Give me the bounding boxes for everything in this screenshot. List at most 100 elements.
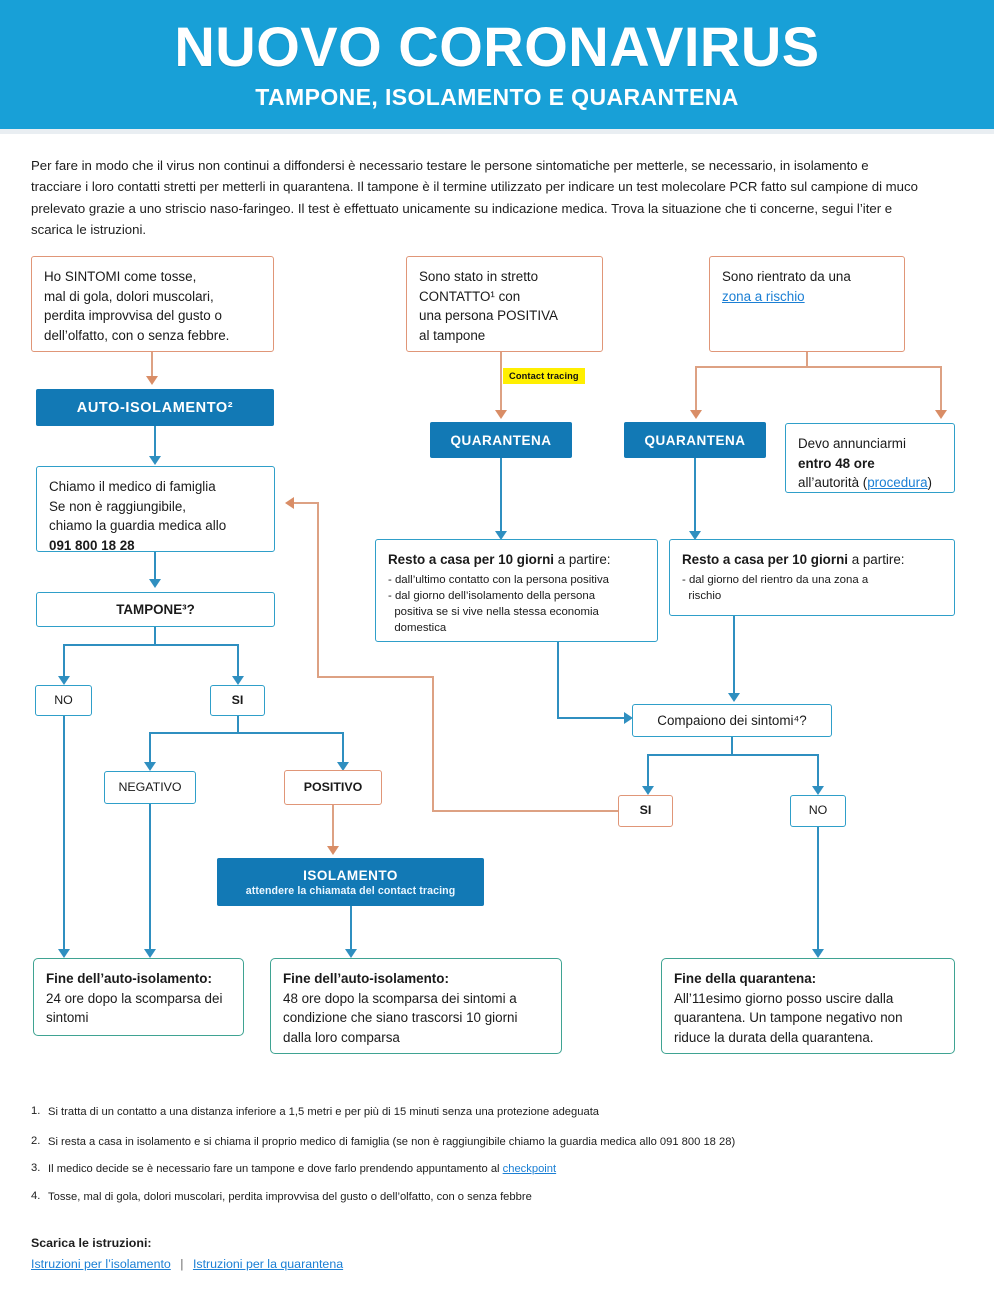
connector-sintomino-to-fineq bbox=[817, 827, 819, 952]
arrow-restoc-to-sintomi bbox=[624, 712, 639, 724]
contact-line-2: CONTATTO¹ con bbox=[419, 288, 521, 304]
connector-autoiso-down bbox=[154, 426, 156, 459]
connector-tampone-split bbox=[63, 644, 239, 646]
negativo-box: NEGATIVO bbox=[104, 771, 196, 804]
sintomi-no-box: NO bbox=[790, 795, 846, 827]
quarantena-contact-label: QUARANTENA bbox=[450, 432, 552, 448]
tampone-no-box: NO bbox=[35, 685, 92, 716]
annunciarmi-line-1: Devo annunciarmi bbox=[798, 436, 906, 451]
resto-risk-bold: Resto a casa per 10 giorni bbox=[682, 552, 848, 567]
footnote-3-row: Il medico decide se è necessario fare un… bbox=[48, 1162, 938, 1178]
arrow-tampone-no bbox=[58, 676, 70, 685]
resto-contact-b4: domestica bbox=[388, 622, 447, 635]
connector-feedback-left bbox=[432, 810, 618, 812]
footnote-1-text: Si tratta di un contatto a una distanza … bbox=[48, 1106, 600, 1118]
resto-risk-rest: a partire: bbox=[847, 552, 905, 567]
quarantena-risk-label: QUARANTENA bbox=[644, 432, 746, 448]
annunciarmi-line-3: all’autorità (procedura) bbox=[798, 473, 942, 493]
arrow-negativo-to-fine1 bbox=[144, 949, 156, 958]
chiamo-medico-box: Chiamo il medico di famiglia Se non è ra… bbox=[36, 466, 275, 553]
connector-sintomi-to-no bbox=[817, 754, 819, 788]
connector-tampone-to-si bbox=[237, 644, 239, 678]
procedura-link[interactable]: procedura bbox=[867, 475, 928, 491]
risk-zone-link[interactable]: zona a rischio bbox=[722, 288, 805, 304]
start-box-risk-zone: Sono rientrato da una zona a rischio bbox=[709, 256, 905, 352]
annunciarmi-suffix: ) bbox=[927, 475, 932, 491]
arrow-risk-annunciarmi bbox=[935, 410, 947, 419]
arrow-isolamento-down bbox=[345, 949, 357, 958]
fine-auto-1-body: 24 ore dopo la scomparsa dei sintomi bbox=[46, 990, 223, 1026]
footnote-4-num: 4. bbox=[31, 1190, 41, 1202]
page-subtitle: TAMPONE, ISOLAMENTO E QUARANTENA bbox=[255, 83, 739, 110]
connector-sintomi-split bbox=[647, 754, 819, 756]
header-divider bbox=[0, 129, 994, 134]
connector-si-to-positivo bbox=[342, 732, 344, 764]
connector-quar-risk-down bbox=[694, 458, 696, 534]
arrow-quar-contact-down bbox=[495, 531, 507, 540]
chiamo-line-1: Chiamo il medico di famiglia bbox=[49, 479, 216, 494]
arrow-sintomi-si bbox=[642, 786, 654, 795]
connector-symptoms-down bbox=[151, 352, 153, 378]
contact-line-1: Sono stato in stretto bbox=[419, 269, 539, 284]
downloads-title: Scarica le istruzioni: bbox=[31, 1236, 152, 1250]
sintomi-si-label: SI bbox=[639, 803, 652, 817]
arrow-positivo-down bbox=[327, 846, 339, 855]
isolamento-box: ISOLAMENTO attendere la chiamata del con… bbox=[217, 858, 484, 906]
sintomi-question-box: Compaiono dei sintomi⁴? bbox=[632, 704, 832, 737]
symptoms-line-4: dell’olfatto, con o senza febbre. bbox=[44, 328, 230, 344]
arrow-tampone-si bbox=[232, 676, 244, 685]
footnote-3-num: 3. bbox=[31, 1162, 41, 1174]
fine-auto-2-title: Fine dell’auto-isolamento: bbox=[283, 971, 449, 986]
downloads-separator: | bbox=[180, 1257, 184, 1271]
page-header: NUOVO CORONAVIRUS TAMPONE, ISOLAMENTO E … bbox=[0, 0, 994, 129]
chiamo-phone: 091 800 18 28 bbox=[49, 538, 135, 554]
download-link-quarantena[interactable]: Istruzioni per la quarantena bbox=[192, 1257, 344, 1271]
tampone-question-box: TAMPONE³? bbox=[36, 592, 275, 627]
symptoms-line-3: perdita improvvisa del gusto o bbox=[44, 308, 222, 324]
sintomi-si-box: SI bbox=[618, 795, 673, 827]
annunciarmi-box: Devo annunciarmi entro 48 ore all’autori… bbox=[785, 423, 955, 493]
connector-sintomi-stub bbox=[731, 737, 733, 755]
fine-quarantena-body: All’11esimo giorno posso uscire dalla qu… bbox=[674, 990, 903, 1046]
arrow-si-positivo bbox=[337, 762, 349, 771]
positivo-box: POSITIVO bbox=[284, 770, 382, 805]
connector-si-to-negativo bbox=[149, 732, 151, 764]
symptoms-line-2: mal di gola, dolori muscolari, bbox=[44, 288, 214, 304]
arrow-contact-down bbox=[495, 410, 507, 419]
resto-contact-b3: positiva se si vive nella stessa economi… bbox=[388, 606, 599, 619]
negativo-label: NEGATIVO bbox=[118, 779, 182, 794]
connector-feedback-left2 bbox=[317, 676, 433, 678]
download-link-isolamento[interactable]: Istruzioni per l’isolamento bbox=[31, 1257, 171, 1271]
auto-isolamento-label: AUTO-ISOLAMENTO² bbox=[76, 399, 234, 416]
start-box-contact: Sono stato in stretto CONTATTO¹ con una … bbox=[406, 256, 603, 352]
arrow-symptoms-down bbox=[146, 376, 158, 385]
auto-isolamento-box: AUTO-ISOLAMENTO² bbox=[36, 389, 274, 426]
resto-contact-b2: - dal giorno dell’isolamento della perso… bbox=[388, 589, 596, 602]
connector-risk-left bbox=[695, 366, 697, 412]
connector-sintomi-to-si bbox=[647, 754, 649, 788]
chiamo-line-2: Se non è raggiungibile, bbox=[49, 498, 186, 514]
isolamento-subtitle: attendere la chiamata del contact tracin… bbox=[245, 884, 456, 897]
footnote-3-text: Il medico decide se è necessario fare un… bbox=[48, 1163, 503, 1175]
quarantena-risk-box: QUARANTENA bbox=[624, 422, 766, 458]
resto-contact-b1: - dall’ultimo contatto con la persona po… bbox=[388, 573, 609, 586]
connector-feedback-up bbox=[432, 676, 434, 811]
resto-risk-b1: - dal giorno del rientro da una zona a bbox=[682, 573, 869, 586]
checkpoint-link[interactable]: checkpoint bbox=[502, 1163, 557, 1175]
arrow-sintomi-no bbox=[812, 786, 824, 795]
arrow-quar-risk-down bbox=[689, 531, 701, 540]
arrow-si-negativo bbox=[144, 762, 156, 771]
connector-risk-right bbox=[940, 366, 942, 412]
risk-zone-line-1: Sono rientrato da una bbox=[722, 269, 851, 284]
arrow-sintomino-to-fineq bbox=[812, 949, 824, 958]
sintomi-no-label: NO bbox=[808, 803, 828, 817]
quarantena-contact-box: QUARANTENA bbox=[430, 422, 572, 458]
tampone-si-box: SI bbox=[210, 685, 265, 716]
annunciarmi-line-2: entro 48 ore bbox=[798, 455, 875, 471]
resto-contact-bold: Resto a casa per 10 giorni bbox=[388, 552, 554, 567]
arrow-chiamo-down bbox=[149, 579, 161, 588]
tampone-si-label: SI bbox=[231, 692, 244, 707]
contact-line-4: al tampone bbox=[419, 328, 486, 344]
fine-auto-isolamento-1-box: Fine dell’auto-isolamento: 24 ore dopo l… bbox=[33, 958, 244, 1036]
positivo-label: POSITIVO bbox=[303, 779, 363, 794]
